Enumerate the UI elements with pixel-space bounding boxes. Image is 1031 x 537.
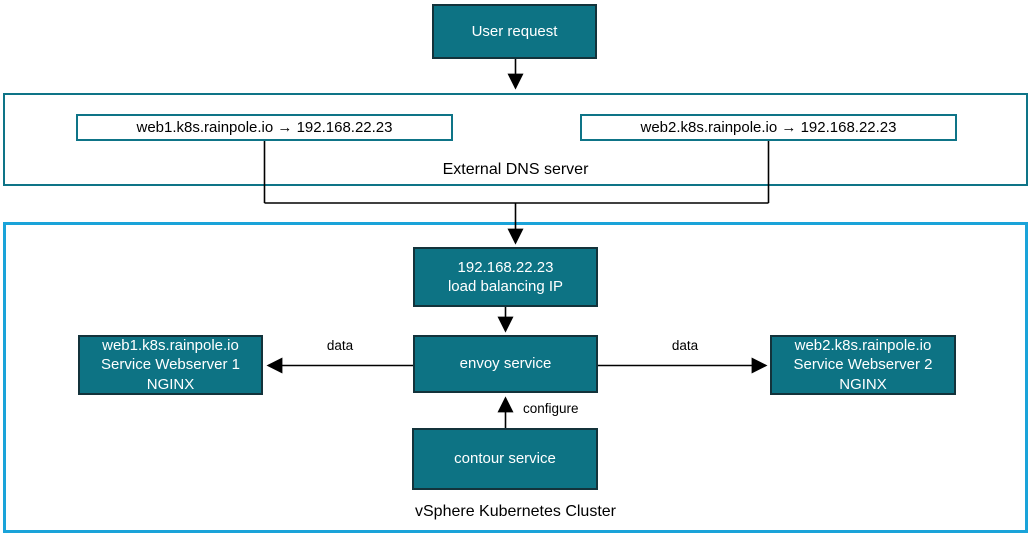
envoy-service-label: envoy service xyxy=(459,355,552,373)
dns-record-web1-label: web1.k8s.rainpole.io → 192.168.22.23 xyxy=(136,119,393,136)
external-dns-container xyxy=(3,93,1028,186)
webserver-2-line1: web2.k8s.rainpole.io xyxy=(794,336,932,354)
webserver-2-line3: NGINX xyxy=(839,375,887,393)
external-dns-caption: External DNS server xyxy=(442,161,589,178)
edge-label-configure: configure xyxy=(523,401,579,416)
node-dns-record-web2: web2.k8s.rainpole.io → 192.168.22.23 xyxy=(580,114,957,141)
node-user-request: User request xyxy=(432,4,597,59)
load-balancing-ip-line1: 192.168.22.23 xyxy=(457,258,554,276)
contour-service-label: contour service xyxy=(454,450,556,468)
webserver-1-line2: Service Webserver 1 xyxy=(101,356,240,374)
node-dns-record-web1: web1.k8s.rainpole.io → 192.168.22.23 xyxy=(76,114,453,141)
node-envoy-service: envoy service xyxy=(413,335,598,393)
webserver-2-line2: Service Webserver 2 xyxy=(793,356,933,374)
webserver-1-line1: web1.k8s.rainpole.io xyxy=(102,336,239,354)
load-balancing-ip-line2: load balancing IP xyxy=(447,278,564,295)
kubernetes-cluster-caption: vSphere Kubernetes Cluster xyxy=(415,503,616,520)
node-user-request-label: User request xyxy=(471,22,558,40)
node-contour-service: contour service xyxy=(412,428,598,490)
node-webserver-2: web2.k8s.rainpole.io Service Webserver 2… xyxy=(770,335,956,395)
dns-record-web2-label: web2.k8s.rainpole.io → 192.168.22.23 xyxy=(640,119,897,136)
edge-label-data-left: data xyxy=(326,338,354,353)
node-webserver-1: web1.k8s.rainpole.io Service Webserver 1… xyxy=(78,335,263,395)
webserver-1-line3: NGINX xyxy=(146,375,195,393)
edge-label-data-right: data xyxy=(671,338,699,353)
node-load-balancing-ip: 192.168.22.23 load balancing IP xyxy=(413,247,598,307)
